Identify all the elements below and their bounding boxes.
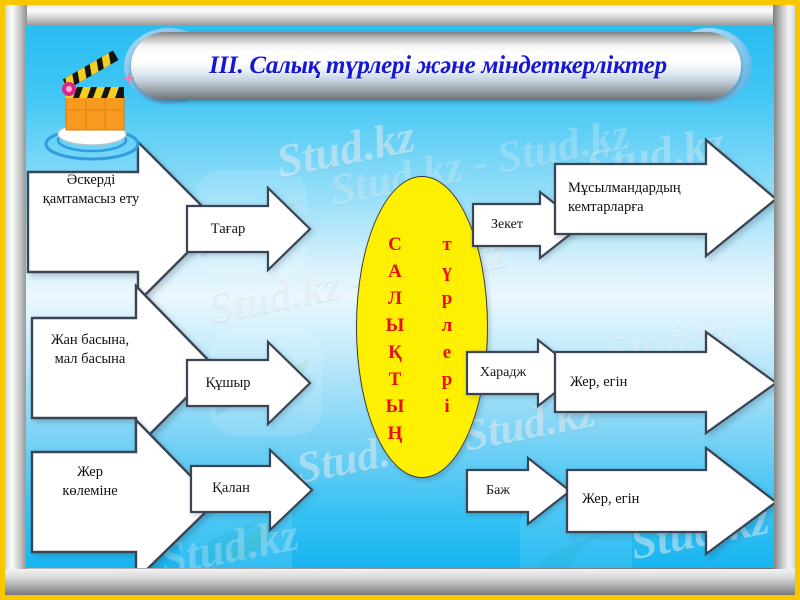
left-tax-arrow-1	[185, 185, 312, 273]
ellipse-letter: А	[388, 261, 402, 282]
ellipse-letter: Ы	[385, 396, 405, 417]
ellipse-letter: і	[444, 396, 450, 417]
left-tax-arrow-3	[189, 447, 314, 533]
left-tax-arrow-2	[185, 339, 312, 427]
left-tax-label-2: Құшыр	[205, 374, 251, 391]
title-bar	[131, 32, 741, 100]
ellipse-letter: ү	[442, 261, 452, 282]
left-arrow-head-1	[26, 139, 220, 305]
frame-bevel-left	[5, 5, 27, 595]
ellipse-letter: Ы	[385, 315, 405, 336]
ellipse-letter: С	[388, 234, 402, 255]
frame-bevel-bottom	[5, 569, 795, 595]
right-tax-arrow-3	[465, 455, 572, 527]
watermark-text-1: Stud.kz	[272, 110, 419, 188]
right-target-arrow-3	[565, 445, 774, 557]
left-purpose-label-3: Жер көлеміне	[62, 464, 118, 499]
ellipse-letter: Л	[387, 288, 403, 309]
left-arrow-head-2	[30, 283, 218, 451]
ellipse-letter: Т	[388, 369, 402, 390]
right-tax-label-2: Харадж	[479, 365, 527, 380]
slide-canvas: Stud.kz Stud.kz - Stud.kz Stud.kz - Stud…	[26, 26, 774, 568]
film-clapperboard-icon	[36, 44, 156, 162]
right-target-label-2: Жер, егін	[570, 373, 628, 390]
ellipse-letter: р	[441, 288, 453, 309]
left-tax-label-3: Қалан	[212, 479, 250, 496]
right-target-arrow-2	[553, 329, 774, 436]
ellipse-letter: е	[442, 342, 452, 363]
ellipse-letter: л	[441, 315, 453, 336]
left-arrow-head-3	[30, 417, 218, 568]
left-purpose-label-2: Жан басына, мал басына	[50, 332, 130, 367]
frame-bevel-right	[773, 5, 795, 595]
ellipse-letter: Ң	[387, 423, 403, 444]
right-target-label-3: Жер, егін	[582, 490, 640, 507]
page-title: III. Салық түрлері және міндеткерліктер	[209, 52, 667, 79]
right-target-label-1: Мұсылмандардың кемтарларға	[568, 180, 681, 215]
left-tax-label-1: Тағар	[210, 220, 246, 237]
right-tax-label-1: Зекет	[490, 217, 523, 232]
ellipse-letter: Қ	[388, 342, 402, 363]
left-purpose-label-1: Әскерді қамтамасыз ету	[42, 172, 140, 207]
ellipse-letter: т	[442, 234, 452, 255]
ellipse-letter: р	[441, 369, 453, 390]
right-tax-label-3: Баж	[486, 483, 510, 498]
frame-bevel-top	[5, 5, 795, 27]
right-target-arrow-1	[553, 137, 774, 259]
